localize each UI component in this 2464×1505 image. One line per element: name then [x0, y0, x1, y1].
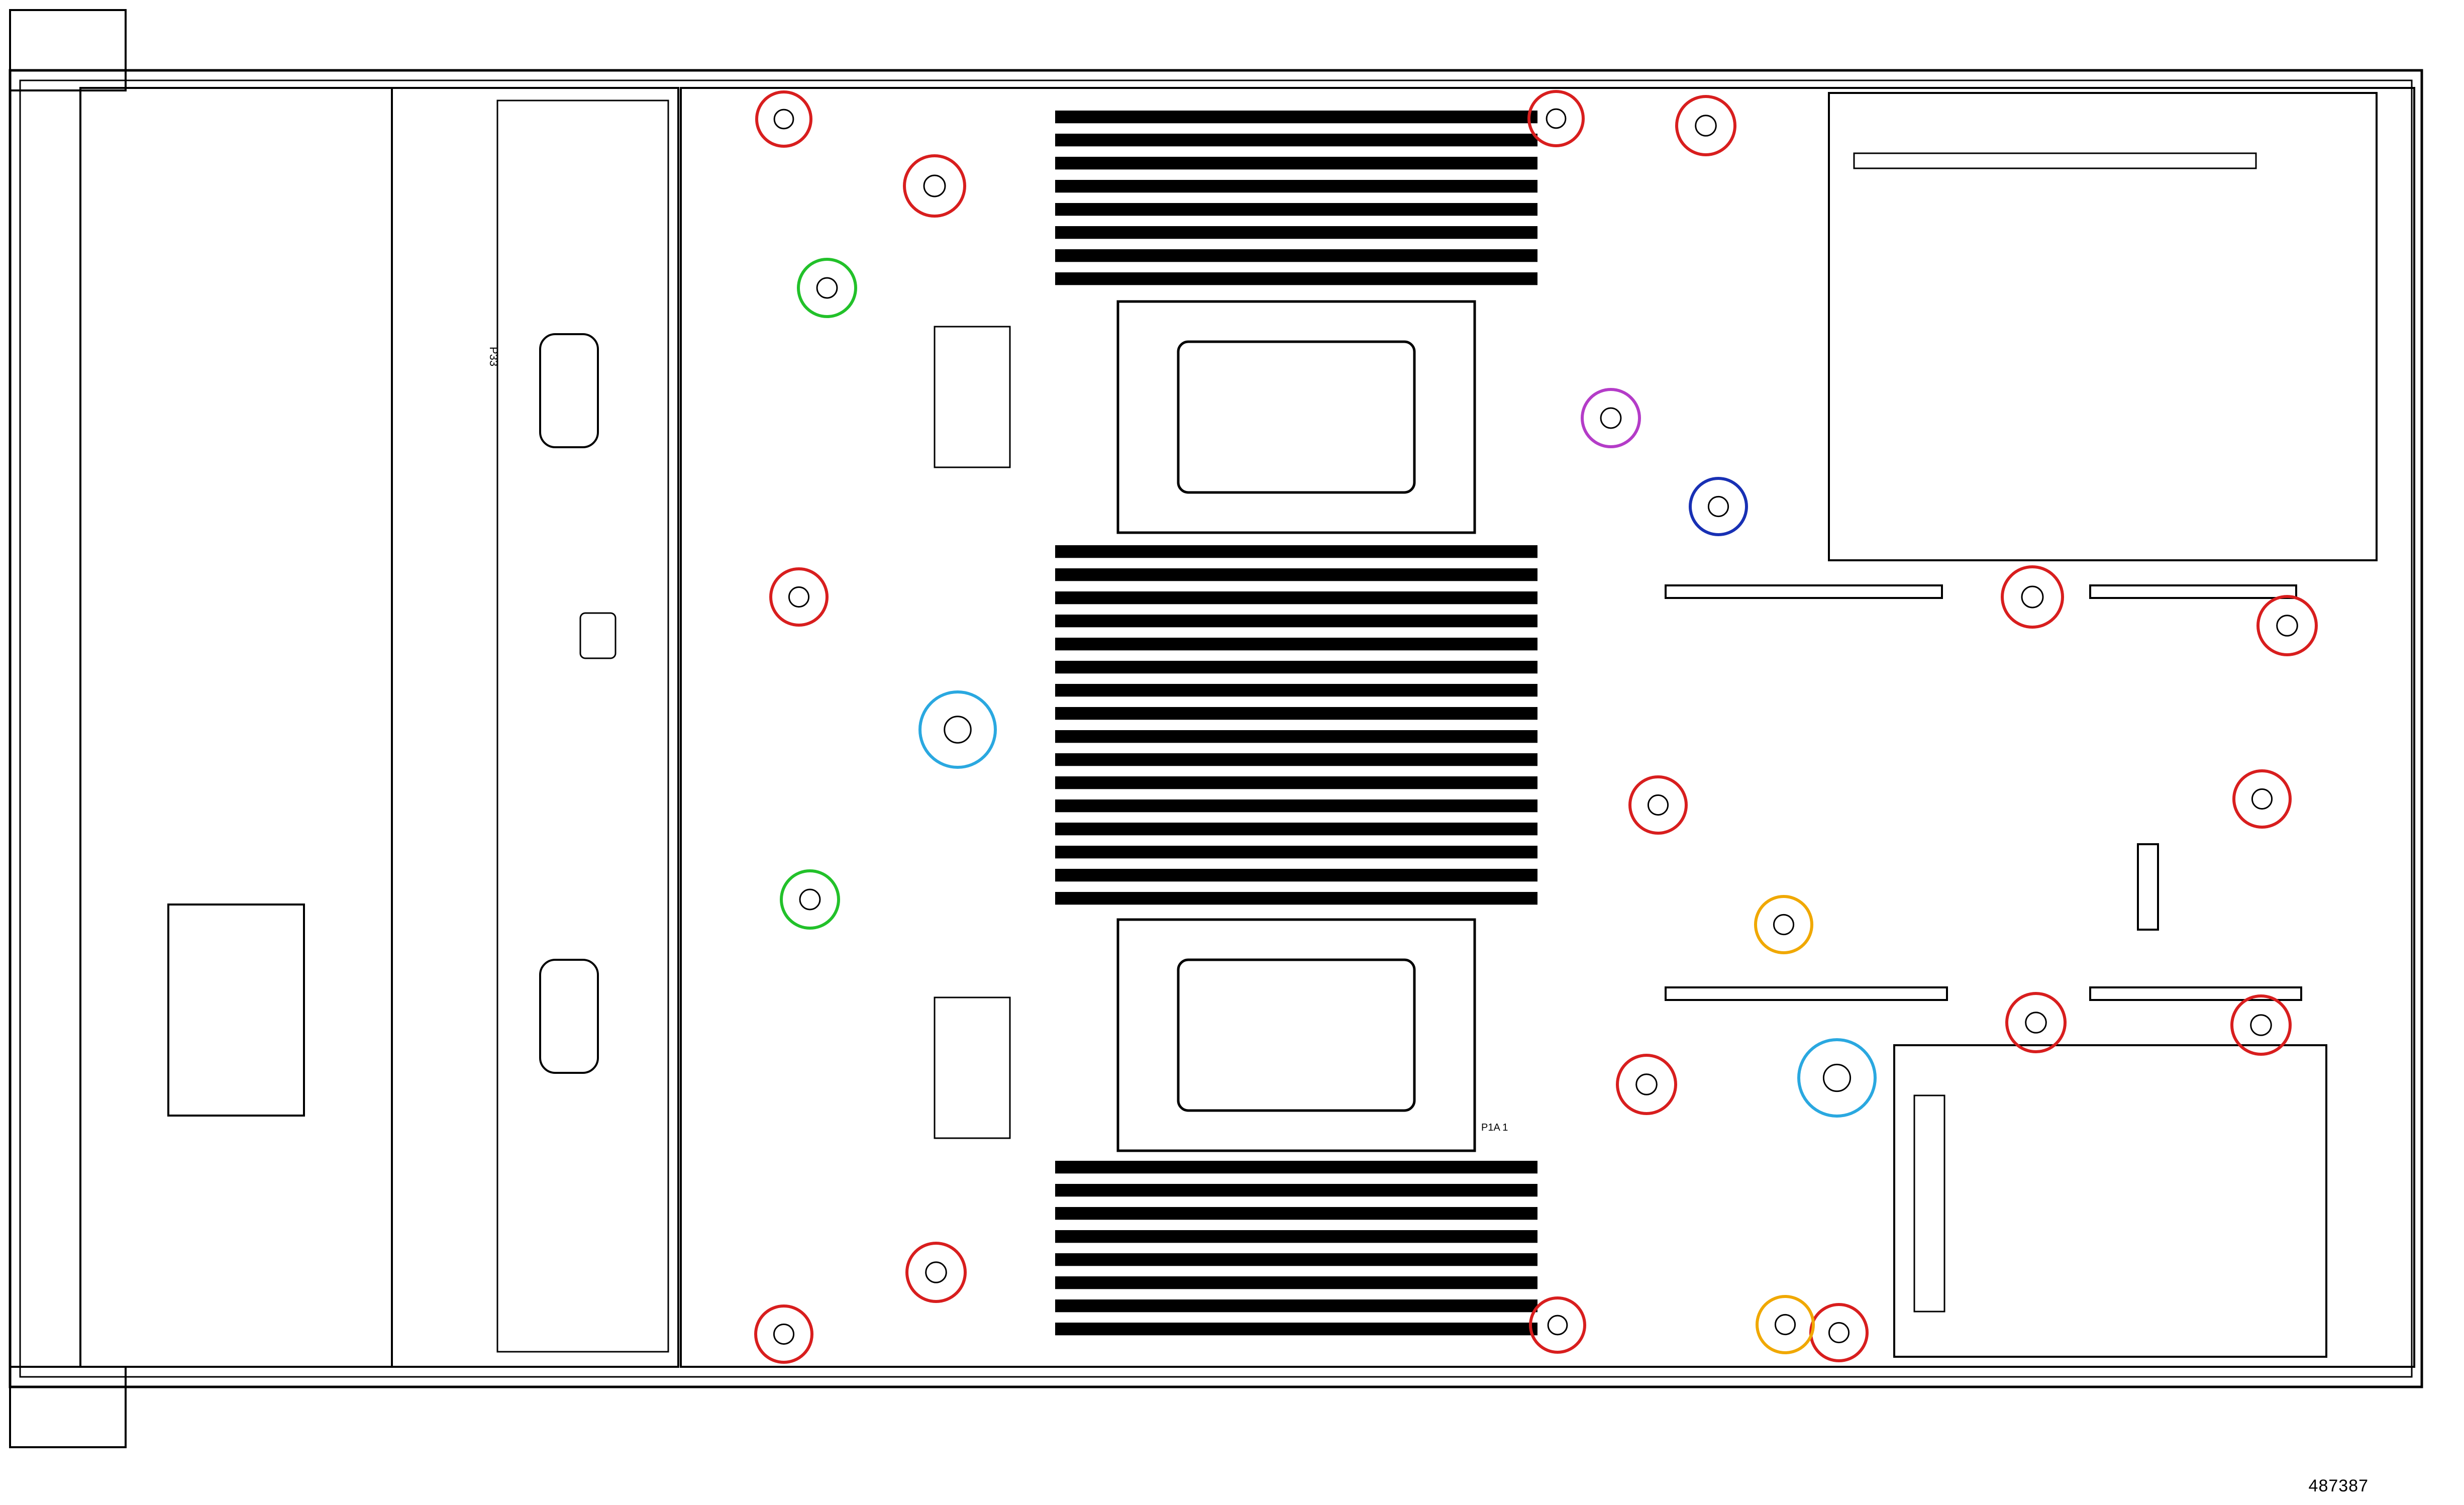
callout-circle-red [1675, 95, 1736, 156]
callout-circle-cyan [918, 690, 997, 769]
callout-circle-red [1527, 90, 1585, 147]
callout-circles [754, 90, 2318, 1364]
screw-icon [1774, 1314, 1796, 1336]
dimm-slot [1055, 1207, 1537, 1220]
callout-circle-blue [1689, 477, 1748, 536]
dimm-slot [1055, 1230, 1537, 1243]
screw-icon [1828, 1322, 1850, 1344]
callout-circle-red [754, 1305, 813, 1364]
dimm-slot [1055, 638, 1537, 651]
dimm-slot [1055, 203, 1537, 216]
callout-circle-red [2232, 769, 2292, 829]
callout-circle-orange [1754, 895, 1813, 954]
callout-circle-red [1616, 1054, 1677, 1115]
screw-icon [816, 277, 838, 299]
callout-circle-green [780, 869, 840, 930]
dimm-slot [1055, 661, 1537, 674]
screw-icon [2025, 1012, 2047, 1034]
dimm-slot [1055, 1299, 1537, 1313]
dimm-slot [1055, 892, 1537, 905]
dimm-slot [1055, 1184, 1537, 1197]
callout-circle-red [755, 90, 812, 148]
screw-icon [1822, 1063, 1852, 1092]
dimm-slot [1055, 707, 1537, 720]
motherboard-components [934, 300, 2302, 1152]
dimm-slot [1055, 730, 1537, 743]
callout-circle-red [1628, 775, 1688, 835]
callout-circle-red [2005, 992, 2067, 1053]
dimm-slot [1055, 111, 1537, 124]
screw-icon [1546, 108, 1567, 129]
screw-icon [923, 174, 946, 197]
callout-circle-magenta [1581, 388, 1641, 448]
callout-circle-cyan [1797, 1038, 1877, 1118]
dimm-slot [1055, 1253, 1537, 1266]
screw-icon [2250, 1014, 2272, 1036]
callout-circle-red [769, 567, 829, 627]
callout-circle-green [797, 258, 857, 318]
dimm-slot [1055, 684, 1537, 697]
screw-icon [1547, 1315, 1568, 1336]
screw-icon [944, 716, 972, 744]
chassis-outline [9, 9, 2423, 1448]
callout-circle-orange [1756, 1295, 1815, 1354]
callout-circle-red [1809, 1303, 1869, 1362]
screw-icon [1707, 495, 1729, 518]
screw-icon [788, 586, 810, 608]
screw-icon [773, 1323, 795, 1345]
dimm-slot [1055, 799, 1537, 813]
dimm-slot [1055, 615, 1537, 628]
callout-circle-red [905, 1242, 967, 1303]
screw-icon [2276, 615, 2298, 637]
screw-icon [2021, 585, 2044, 609]
callout-circle-red [2230, 994, 2292, 1056]
silkscreen-label-p33: P33 [487, 347, 500, 366]
screw-icon [925, 1261, 947, 1283]
dimm-slot [1055, 1276, 1537, 1289]
dimm-slot-banks [1055, 111, 1537, 1336]
screw-icon [1635, 1073, 1658, 1095]
dimm-slot [1055, 568, 1537, 581]
screw-icon [1647, 794, 1669, 816]
dimm-slot [1055, 591, 1537, 605]
dimm-slot [1055, 157, 1537, 170]
screw-icon [799, 888, 821, 911]
dimm-slot [1055, 134, 1537, 147]
screw-icon [1695, 115, 1717, 137]
callout-circle-red [903, 154, 966, 218]
dimm-slot [1055, 846, 1537, 859]
dimm-slot [1055, 869, 1537, 882]
dimm-slot [1055, 1323, 1537, 1336]
callout-circle-red [2256, 595, 2318, 656]
dimm-slot [1055, 823, 1537, 836]
screw-icon [1600, 407, 1622, 429]
dimm-slot [1055, 545, 1537, 558]
screw-icon [2251, 788, 2273, 810]
figure-id-label: 487387 [2308, 1476, 2369, 1495]
silkscreen-label-p1a: P1A 1 [1481, 1122, 1508, 1133]
screw-icon [773, 109, 794, 130]
dimm-slot [1055, 272, 1537, 285]
screw-icon [1773, 914, 1795, 936]
callout-circle-red [2001, 565, 2064, 629]
dimm-slot [1055, 226, 1537, 239]
dimm-slot [1055, 180, 1537, 193]
callout-circle-red [1529, 1296, 1586, 1354]
dimm-slot [1055, 249, 1537, 262]
dimm-slot [1055, 1161, 1537, 1174]
dimm-slot [1055, 776, 1537, 789]
dimm-slot [1055, 753, 1537, 766]
